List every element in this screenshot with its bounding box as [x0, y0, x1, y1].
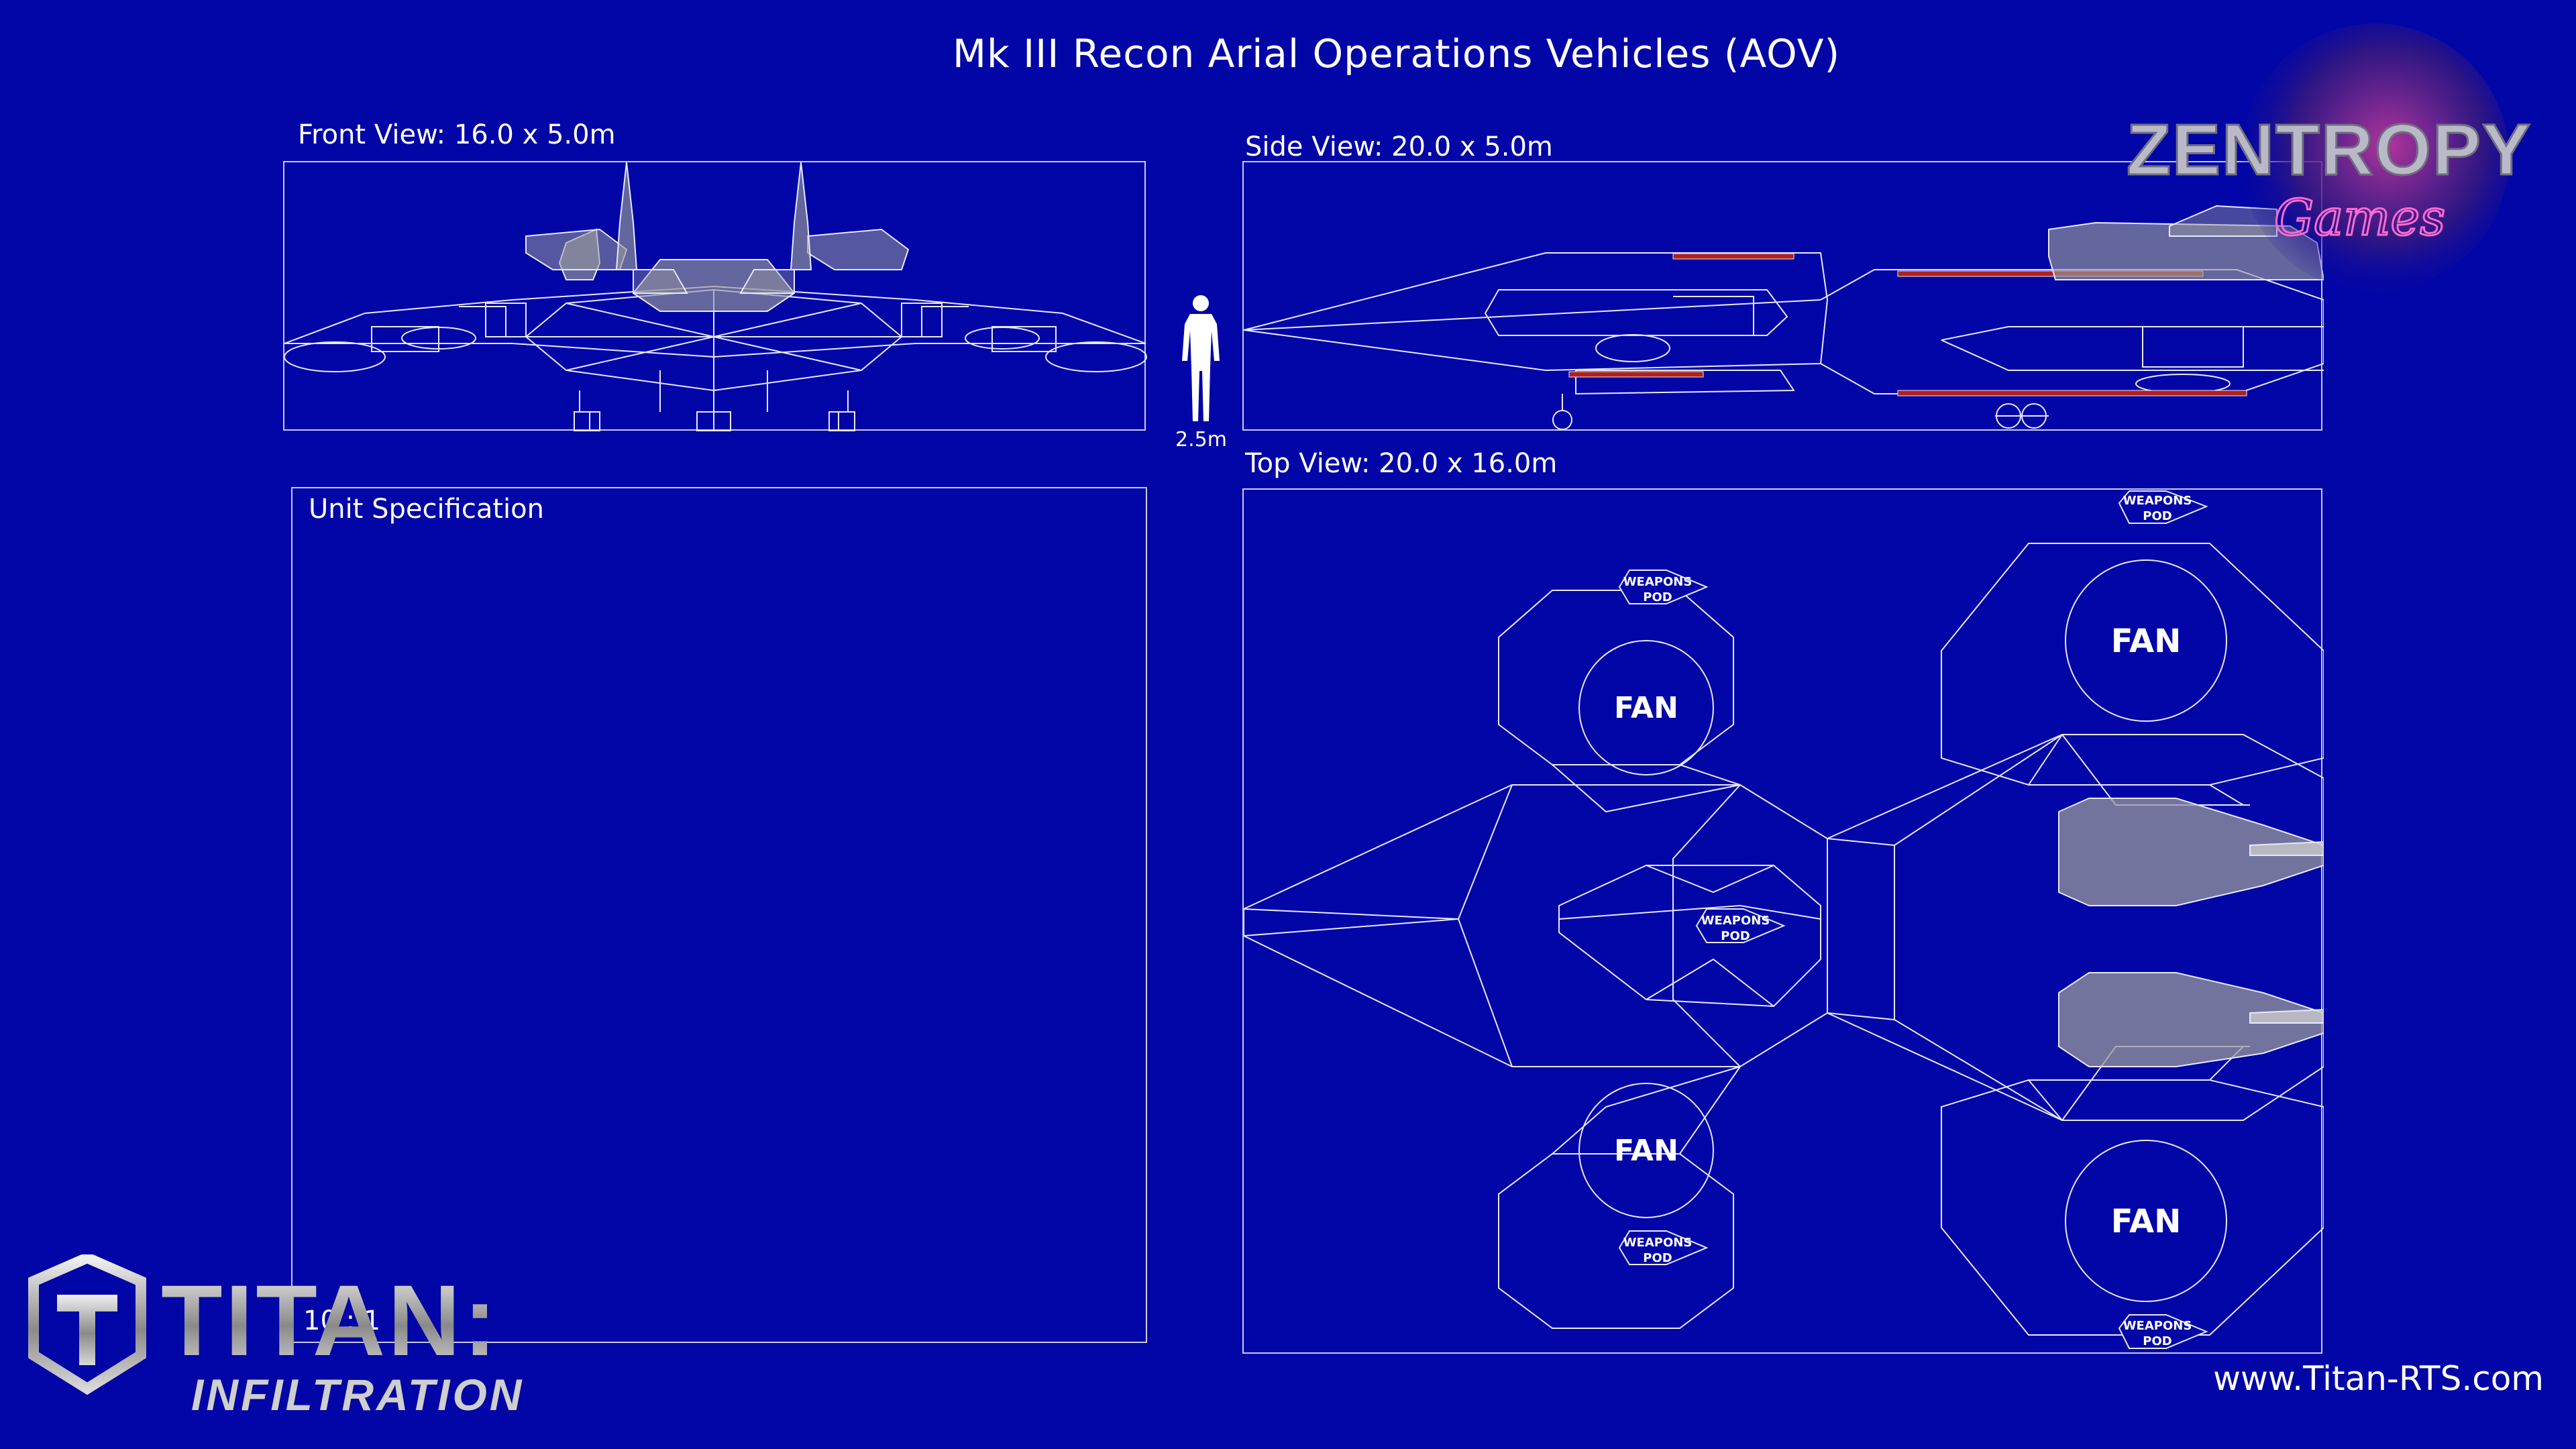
top-view-panel: FAN FAN FAN FAN WEAPONS POD WEAPONS POD …	[1242, 488, 2324, 1354]
human-scale-figure	[1167, 294, 1234, 431]
weapons-pod-3	[2118, 490, 2208, 524]
zentropy-subtitle: Games	[2274, 189, 2445, 247]
zentropy-wordmark: ZENTROPY	[2127, 109, 2532, 190]
pod-label: POD	[1721, 929, 1750, 943]
page-title: Mk III Recon Arial Operations Vehicles (…	[953, 31, 1841, 76]
weapons-pod-2	[1618, 1230, 1709, 1265]
unit-specification-title: Unit Specification	[309, 494, 544, 525]
weapons-pod-5	[1695, 908, 1786, 943]
fan-label: FAN	[1614, 691, 1678, 725]
weapons-pod-1	[1618, 570, 1709, 604]
unit-specification-scale: 10 : 1	[303, 1305, 381, 1336]
front-view-panel	[283, 161, 1147, 431]
top-view-drawing: FAN FAN FAN FAN WEAPONS POD WEAPONS POD …	[1244, 490, 2324, 1349]
fan-label: FAN	[2111, 1203, 2182, 1240]
zentropy-games-logo: ZENTROPY Games	[2113, 20, 2542, 305]
top-view-label: Top View: 20.0 x 16.0m	[1245, 448, 1558, 479]
weapons-pod-4	[2118, 1314, 2208, 1349]
side-view-drawing	[1244, 205, 2324, 430]
pod-label: POD	[2143, 509, 2171, 523]
human-silhouette-icon	[1182, 295, 1220, 421]
titan-wordmark: TITAN:	[161, 1264, 499, 1377]
fan-label: FAN	[2111, 623, 2182, 660]
pod-label: WEAPONS	[1701, 914, 1770, 928]
website-link[interactable]: www.Titan-RTS.com	[2213, 1359, 2544, 1398]
unit-specification-panel	[291, 487, 1147, 1343]
side-view-panel	[1242, 161, 2324, 431]
pod-label: WEAPONS	[2123, 1319, 2192, 1333]
pod-label: POD	[2143, 1334, 2171, 1348]
front-view-drawing	[284, 162, 1147, 431]
fan-label: FAN	[1614, 1134, 1678, 1168]
front-view-label: Front View: 16.0 x 5.0m	[298, 119, 616, 150]
pod-label: POD	[1643, 1251, 1672, 1265]
pod-label: WEAPONS	[1623, 575, 1693, 589]
titan-infiltration-logo: TITAN: INFILTRATION	[20, 1252, 530, 1425]
titan-subtitle: INFILTRATION	[191, 1370, 524, 1419]
side-view-label: Side View: 20.0 x 5.0m	[1245, 131, 1553, 162]
pod-label: WEAPONS	[2123, 494, 2192, 508]
titan-shield-icon	[28, 1252, 146, 1395]
pod-label: POD	[1643, 590, 1672, 604]
scale-figure-label: 2.5m	[1175, 428, 1227, 451]
pod-label: WEAPONS	[1623, 1236, 1693, 1250]
